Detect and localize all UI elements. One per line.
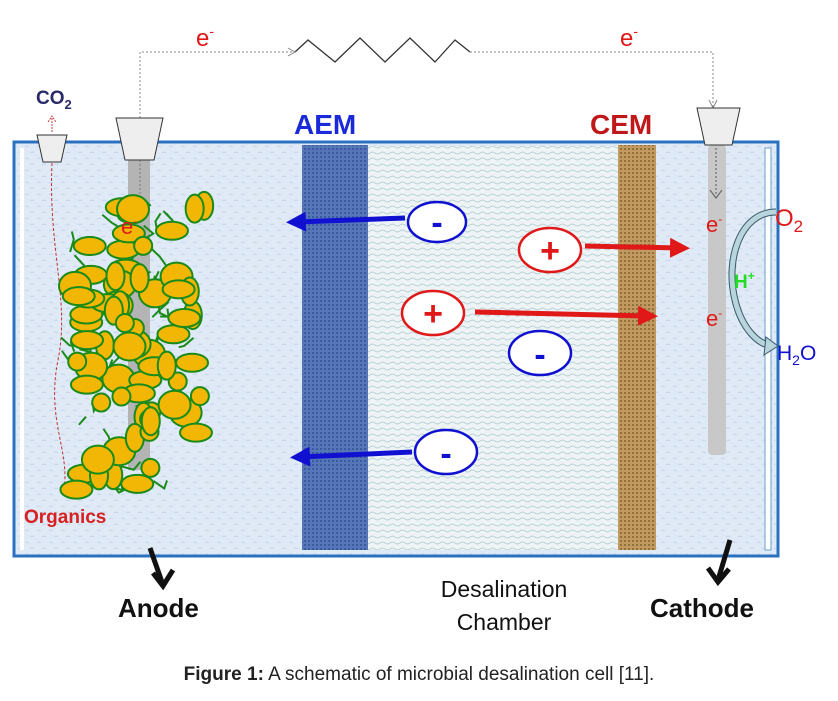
bacterium	[184, 193, 205, 224]
cathode-label: Cathode	[650, 593, 754, 623]
bacterium	[161, 279, 196, 300]
bacterium	[175, 352, 210, 373]
external-circuit-wire	[139, 37, 718, 118]
cathode-electron-bottom: e-	[706, 306, 722, 331]
bacterium	[111, 386, 132, 407]
bacterium	[72, 235, 107, 256]
biofilm-filament	[178, 337, 195, 349]
bacterium	[129, 263, 150, 294]
bacterium	[140, 406, 161, 437]
bacterium	[67, 351, 88, 372]
figure-caption: Figure 1: A schematic of microbial desal…	[0, 664, 838, 686]
svg-text:+: +	[540, 232, 560, 270]
wire-electron-left: e-	[196, 23, 214, 52]
proton-label: H+	[734, 269, 755, 293]
bacterium	[69, 374, 104, 395]
bacterium	[140, 457, 161, 478]
cation-top: +	[517, 226, 583, 274]
resistor-icon	[294, 37, 471, 63]
anode-down-arrow-icon	[147, 547, 176, 591]
cation-exchange-membrane	[618, 145, 656, 550]
cathode-cap	[696, 107, 741, 146]
cathode-down-arrow-icon	[705, 539, 733, 587]
wire-electron-right: e-	[620, 23, 638, 52]
bacterium	[156, 350, 177, 381]
anion-exchange-membrane	[302, 145, 368, 550]
bacterium	[157, 389, 192, 420]
aem-label: AEM	[294, 109, 356, 140]
svg-text:-: -	[440, 435, 451, 473]
bacterium	[120, 473, 155, 494]
bacterium	[61, 286, 96, 307]
chamber-label-line1: Desalination	[441, 576, 568, 602]
anode-cap	[115, 117, 164, 161]
bacterium	[167, 307, 202, 328]
bacterium	[112, 331, 147, 362]
desalination-chamber	[368, 146, 618, 550]
anion-bottom: -	[413, 428, 479, 476]
organics-label: Organics	[24, 507, 106, 528]
anion-middle: -	[507, 329, 573, 377]
anode-electron-label: e-	[121, 214, 137, 239]
gas-out-arrow-icon	[47, 115, 57, 132]
oxygen-label: O2	[775, 205, 803, 236]
co2-label: CO2	[36, 88, 72, 112]
bacterium	[70, 330, 105, 351]
cathode-electron-top: e-	[706, 212, 722, 237]
bacterium	[133, 235, 154, 256]
anode-label: Anode	[118, 593, 199, 623]
bacterium	[105, 261, 126, 292]
bacterium	[189, 386, 210, 407]
svg-text:-: -	[431, 204, 442, 242]
bacterial-biofilm	[58, 190, 215, 500]
gas-outlet-cap	[36, 134, 68, 163]
bacterium	[115, 194, 150, 225]
bacterium	[154, 220, 189, 241]
water-label: H2O	[777, 342, 816, 368]
bacterium	[178, 422, 213, 443]
bacterium	[111, 223, 146, 244]
bacterium	[114, 313, 135, 334]
anion-top: -	[406, 200, 468, 244]
chamber-label-line2: Chamber	[457, 609, 552, 635]
cem-label: CEM	[590, 109, 652, 140]
svg-text:-: -	[534, 336, 545, 374]
caption-text: A schematic of microbial desalination ce…	[263, 664, 655, 685]
cation-middle: +	[400, 289, 466, 337]
bacterium	[80, 444, 115, 475]
bacterium	[59, 479, 94, 500]
svg-text:+: +	[423, 295, 443, 333]
reduction-arrow-icon	[729, 209, 777, 348]
biofilm-filament	[152, 480, 168, 490]
biofilm-filament	[78, 416, 87, 426]
biofilm-filament	[118, 461, 142, 471]
biofilm-filament	[69, 231, 75, 253]
caption-prefix: Figure 1:	[183, 664, 264, 685]
bacterium	[91, 392, 112, 413]
cathode-electrode	[708, 145, 726, 455]
